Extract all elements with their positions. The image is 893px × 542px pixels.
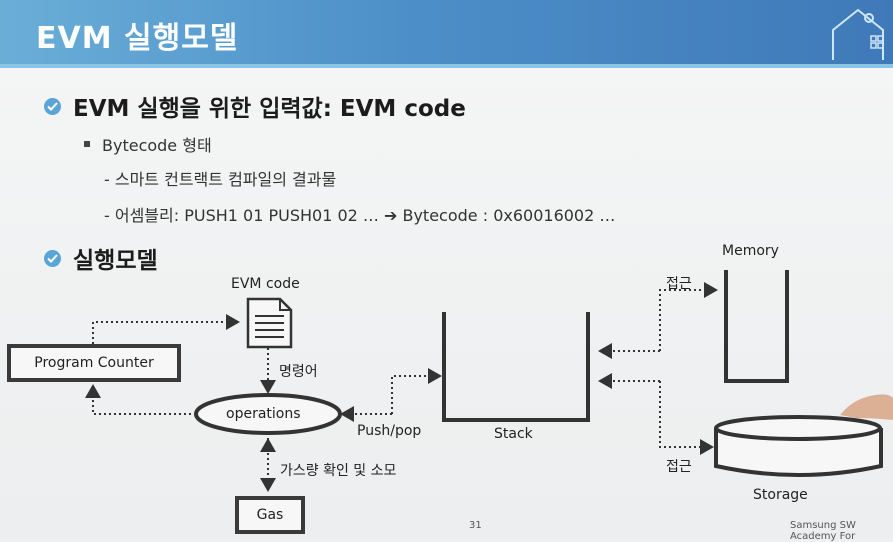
page-number: 31 (469, 520, 482, 531)
access-label-bottom: 접근 (666, 459, 692, 475)
header-underline (0, 64, 893, 68)
stack-to-memory-arrow (659, 282, 718, 351)
operations-ellipse (194, 393, 342, 435)
storage-cylinder (714, 415, 883, 477)
instruction-label: 명령어 (279, 364, 318, 380)
sub-item-assembly: - 어셈블리: PUSH1 01 PUSH01 02 … ➔ Bytecode … (104, 206, 616, 225)
gas-label: Gas (256, 507, 284, 523)
sub-item-compile-result: - 스마트 컨트랙트 컴파일의 결과물 (104, 170, 337, 189)
section-heading-evm-input: EVM 실행을 위한 입력값: EVM code (73, 96, 466, 122)
access-label-top: 접근 (666, 276, 692, 292)
operations-to-stack-arrow (391, 368, 442, 414)
operations-label: operations (226, 406, 301, 422)
stack-to-storage-arrow (659, 381, 714, 455)
program-counter-label: Program Counter (34, 355, 154, 371)
bytecode-text: Bytecode 형태 (102, 136, 212, 155)
evm-code-label: EVM code (231, 276, 300, 292)
document-icon (246, 297, 293, 349)
check-icon (44, 97, 61, 115)
memory-container (724, 270, 789, 383)
square-bullet-icon (84, 141, 90, 147)
bullet-bytecode: Bytecode 형태 (84, 132, 212, 156)
stack-container (442, 312, 590, 422)
bullet-evm-input: EVM 실행을 위한 입력값: EVM code (44, 89, 466, 123)
program-counter-box: Program Counter (7, 344, 181, 382)
footer-brand: Samsung SW Academy For (790, 520, 856, 542)
bullet-execution-model: 실행모델 (44, 241, 158, 275)
gas-box: Gas (235, 496, 305, 534)
stack-label: Stack (494, 426, 533, 442)
check-icon (44, 249, 61, 267)
presenter-hand (840, 394, 893, 420)
storage-label: Storage (753, 487, 808, 503)
pc-to-code-arrow (92, 314, 240, 344)
section-heading-execution-model: 실행모델 (73, 248, 158, 274)
slide-title: EVM 실행모델 (36, 21, 239, 56)
house-decoration-icon (832, 8, 884, 60)
memory-label: Memory (722, 243, 779, 259)
push-pop-label: Push/pop (357, 423, 422, 439)
slide-header: EVM 실행모델 (0, 0, 893, 68)
operations-to-pc-arrow (85, 384, 196, 415)
gas-check-label: 가스량 확인 및 소모 (280, 463, 397, 479)
